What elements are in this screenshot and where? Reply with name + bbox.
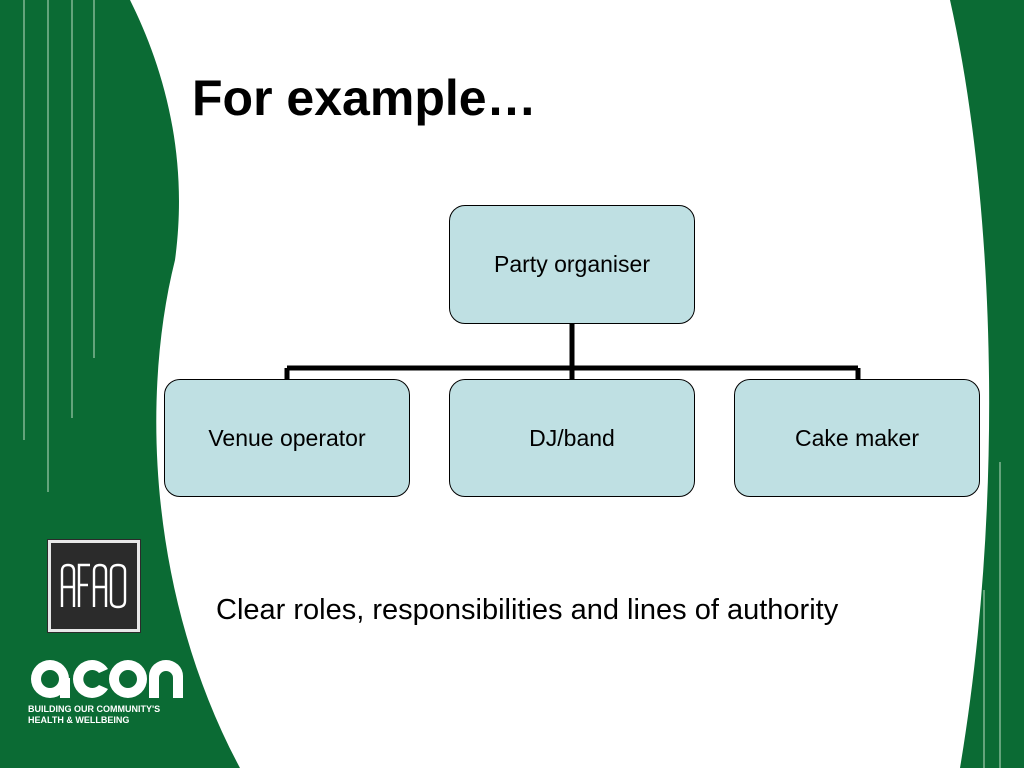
org-node-child-2-label: DJ/band xyxy=(529,424,615,451)
decorative-lines xyxy=(23,0,1001,768)
slide-title: For example… xyxy=(192,70,537,126)
org-node-child-1-label: Venue operator xyxy=(208,424,366,451)
org-node-root: Party organiser xyxy=(449,205,695,324)
afao-logo xyxy=(47,539,141,633)
org-node-child-3: Cake maker xyxy=(734,379,980,497)
connector-lines xyxy=(284,323,861,380)
slide-caption: Clear roles, responsibilities and lines … xyxy=(216,594,839,626)
org-node-root-label: Party organiser xyxy=(494,251,650,277)
afao-logo-mark xyxy=(60,563,127,609)
org-node-child-3-label: Cake maker xyxy=(795,424,919,451)
acon-wordmark xyxy=(30,660,183,698)
acon-tagline: BUILDING OUR COMMUNITY'S HEALTH & WELLBE… xyxy=(28,704,160,726)
org-node-child-2: DJ/band xyxy=(449,379,695,497)
acon-logo xyxy=(30,660,183,698)
org-node-child-1: Venue operator xyxy=(164,379,410,497)
acon-tagline-line-1: BUILDING OUR COMMUNITY'S xyxy=(28,704,161,714)
acon-tagline-line-2: HEALTH & WELLBEING xyxy=(28,715,130,725)
